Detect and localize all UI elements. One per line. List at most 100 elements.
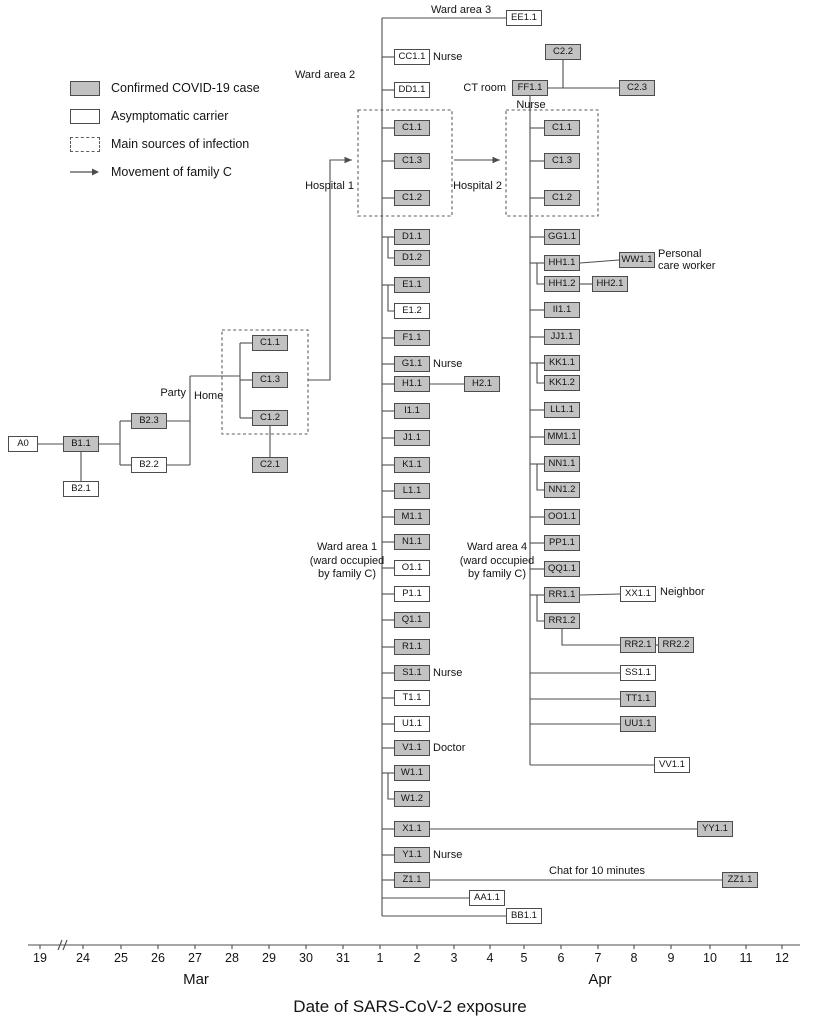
label-doctor-v: Doctor	[433, 742, 466, 754]
case-R1.1: R1.1	[394, 639, 430, 655]
legend-label-confirmed: Confirmed COVID-19 case	[111, 81, 260, 95]
case-WW1.1: WW1.1	[619, 252, 655, 268]
case-QQ1.1: QQ1.1	[544, 561, 580, 577]
case-P1.1: P1.1	[394, 586, 430, 602]
case-YY1.1: YY1.1	[697, 821, 733, 837]
label-ward-area-1-line1: Ward area 1	[316, 541, 378, 553]
case-L1.1: L1.1	[394, 483, 430, 499]
case-C1.2-home: C1.2	[252, 410, 288, 426]
legend-item-movement: Movement of family C	[70, 158, 260, 186]
label-hospital-2: Hospital 2	[453, 180, 502, 192]
axis-tick-label-25: 25	[114, 951, 128, 965]
label-personal-care-worker-line1: Personal	[658, 248, 702, 260]
case-C1.2-hosp2: C1.2	[544, 190, 580, 206]
movement-arrow-icon	[70, 166, 100, 178]
axis-tick-label-6: 6	[557, 951, 565, 965]
case-H1.1: H1.1	[394, 376, 430, 392]
case-NN1.2: NN1.2	[544, 482, 580, 498]
case-X1.1: X1.1	[394, 821, 430, 837]
label-ward-area-4-line3: by family C)	[467, 568, 527, 580]
case-C1.3-home: C1.3	[252, 372, 288, 388]
label-chat-for-10-minutes: Chat for 10 minutes	[549, 865, 645, 877]
label-nurse-ff: Nurse	[516, 99, 546, 111]
case-MM1.1: MM1.1	[544, 429, 580, 445]
label-ward-area-2: Ward area 2	[294, 69, 356, 81]
case-A0: A0	[8, 436, 38, 452]
case-BB1.1: BB1.1	[506, 908, 542, 924]
case-E1.1: E1.1	[394, 277, 430, 293]
case-FF1.1: FF1.1	[512, 80, 548, 96]
group-hospital-2	[505, 109, 599, 217]
case-B2.2: B2.2	[131, 457, 167, 473]
label-ward-area-1-line2: (ward occupied	[309, 555, 385, 567]
case-C1.2-hosp1: C1.2	[394, 190, 430, 206]
case-U1.1: U1.1	[394, 716, 430, 732]
case-E1.2: E1.2	[394, 303, 430, 319]
legend-label-movement: Movement of family C	[111, 165, 232, 179]
case-EE1.1: EE1.1	[506, 10, 542, 26]
case-XX1.1: XX1.1	[620, 586, 656, 602]
case-GG1.1: GG1.1	[544, 229, 580, 245]
case-CC1.1: CC1.1	[394, 49, 430, 65]
case-KK1.1: KK1.1	[544, 355, 580, 371]
case-V1.1: V1.1	[394, 740, 430, 756]
case-W1.1: W1.1	[394, 765, 430, 781]
case-C1.3-hosp1: C1.3	[394, 153, 430, 169]
case-UU1.1: UU1.1	[620, 716, 656, 732]
movement-home-to-hospital1	[308, 156, 352, 381]
legend: Confirmed COVID-19 case Asymptomatic car…	[70, 74, 260, 186]
case-N1.1: N1.1	[394, 534, 430, 550]
label-nurse-s: Nurse	[433, 667, 463, 679]
axis-title: Date of SARS-CoV-2 exposure	[293, 997, 527, 1016]
case-KK1.2: KK1.2	[544, 375, 580, 391]
case-RR2.1: RR2.1	[620, 637, 656, 653]
asymptomatic-carrier-swatch-icon	[70, 108, 100, 124]
axis-tick-label-8: 8	[630, 951, 638, 965]
case-AA1.1: AA1.1	[469, 890, 505, 906]
case-W1.2: W1.2	[394, 791, 430, 807]
case-RR1.2: RR1.2	[544, 613, 580, 629]
case-C2.3: C2.3	[619, 80, 655, 96]
case-G1.1: G1.1	[394, 356, 430, 372]
case-Q1.1: Q1.1	[394, 612, 430, 628]
label-ward-area-4-line2: (ward occupied	[459, 555, 535, 567]
label-ward-area-4-line1: Ward area 4	[466, 541, 528, 553]
case-DD1.1: DD1.1	[394, 82, 430, 98]
case-I1.1: I1.1	[394, 403, 430, 419]
legend-label-sources: Main sources of infection	[111, 137, 250, 151]
case-VV1.1: VV1.1	[654, 757, 690, 773]
edge-79	[579, 593, 621, 596]
case-F1.1: F1.1	[394, 330, 430, 346]
axis-break-mark	[62, 939, 68, 951]
axis-tick-label-19: 19	[33, 951, 47, 965]
axis-tick-label-29: 29	[262, 951, 276, 965]
axis-tick-label-3: 3	[450, 951, 458, 965]
axis-tick-label-4: 4	[486, 951, 494, 965]
case-LL1.1: LL1.1	[544, 402, 580, 418]
case-SS1.1: SS1.1	[620, 665, 656, 681]
case-C1.1-hosp2: C1.1	[544, 120, 580, 136]
case-C2.2: C2.2	[545, 44, 581, 60]
edge-69	[536, 363, 544, 384]
case-O1.1: O1.1	[394, 560, 430, 576]
case-OO1.1: OO1.1	[544, 509, 580, 525]
label-nurse-y: Nurse	[433, 849, 463, 861]
main-sources-swatch-icon	[70, 136, 100, 152]
label-personal-care-worker-line2: care worker	[658, 260, 716, 272]
case-K1.1: K1.1	[394, 457, 430, 473]
case-B2.3: B2.3	[131, 413, 167, 429]
label-nurse-g: Nurse	[433, 358, 463, 370]
axis-tick-label-31: 31	[336, 951, 350, 965]
edge-47	[387, 773, 394, 800]
label-ward-area-3: Ward area 3	[430, 4, 492, 16]
case-Y1.1: Y1.1	[394, 847, 430, 863]
group-hospital-1	[357, 109, 453, 217]
case-NN1.1: NN1.1	[544, 456, 580, 472]
edge-27	[387, 285, 394, 312]
case-C1.1-home: C1.1	[252, 335, 288, 351]
label-ct-room: CT room	[463, 82, 506, 94]
axis-month-apr: Apr	[588, 971, 612, 988]
axis-tick-label-10: 10	[703, 951, 717, 965]
